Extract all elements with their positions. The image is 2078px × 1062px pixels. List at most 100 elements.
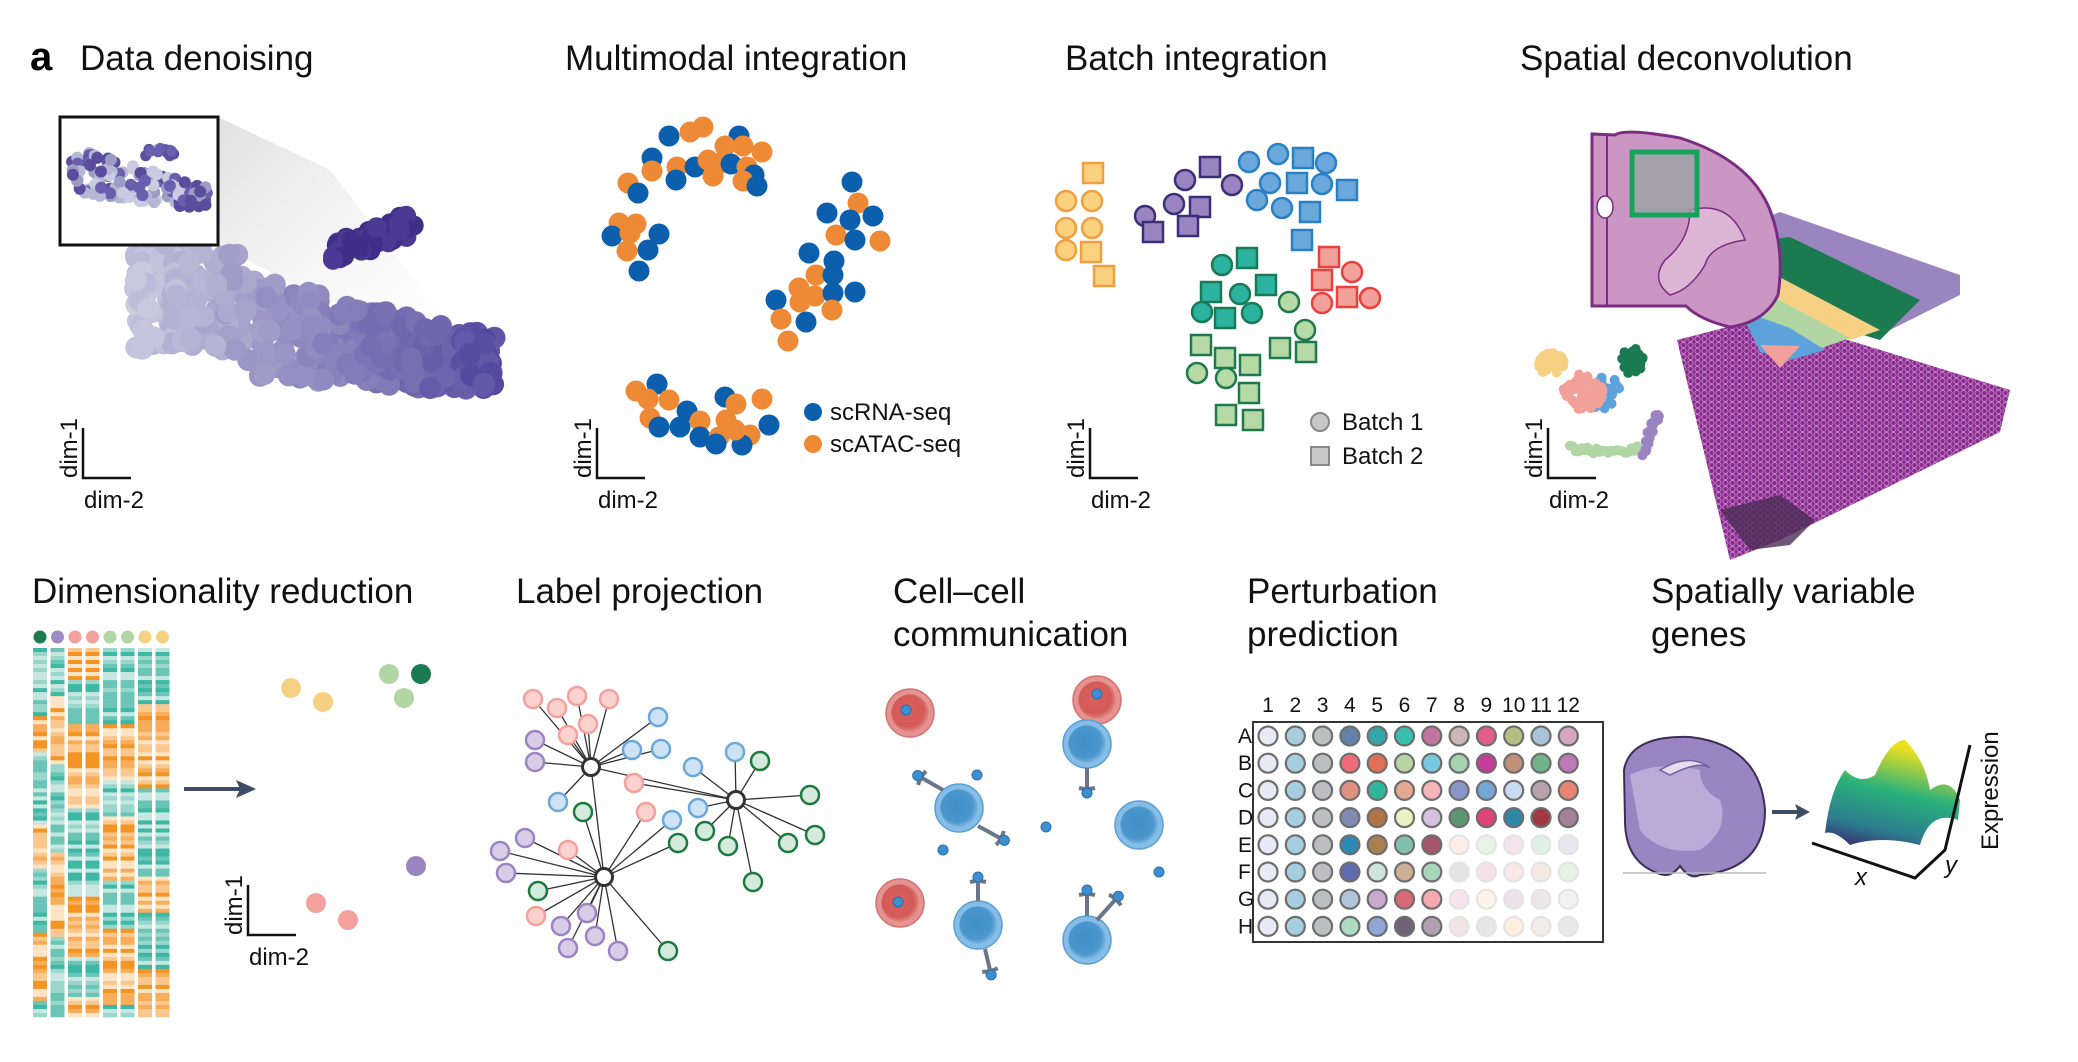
batch1-cell bbox=[1220, 173, 1244, 197]
heatmap-cell bbox=[120, 996, 135, 1002]
scrna-cell bbox=[658, 125, 680, 147]
heatmap-cell bbox=[120, 696, 135, 701]
heatmap-cell bbox=[155, 788, 170, 793]
scrna-cell bbox=[689, 426, 711, 448]
scatac-cell bbox=[702, 165, 724, 187]
expression-surface bbox=[1825, 740, 1960, 845]
scrna-cell bbox=[758, 414, 780, 436]
heatmap-cell bbox=[138, 776, 152, 781]
axis-label-dim2: dim-2 bbox=[1549, 487, 1609, 514]
batch2-cell bbox=[1285, 171, 1309, 195]
heatmap-cell bbox=[120, 700, 135, 705]
heatmap-cell bbox=[85, 684, 100, 689]
heatmap-cell bbox=[138, 976, 152, 982]
heatmap-cell bbox=[155, 860, 170, 865]
spot-layer-blue bbox=[1740, 310, 1825, 360]
heatmap-cell bbox=[68, 844, 82, 849]
plate-column-label: 3 bbox=[1317, 694, 1329, 717]
plate-row-label: D bbox=[1238, 807, 1253, 830]
cell-point bbox=[163, 179, 176, 192]
heatmap-cell bbox=[85, 928, 100, 934]
batch2-cell bbox=[1290, 228, 1314, 252]
axis-label-x: x bbox=[1854, 864, 1868, 891]
labeled-cell-node bbox=[577, 713, 599, 735]
heatmap-cell bbox=[120, 896, 135, 901]
heatmap-cell bbox=[103, 712, 117, 717]
heatmap-cell bbox=[68, 764, 82, 769]
labeled-cell-node bbox=[742, 871, 764, 893]
heatmap-cell bbox=[68, 772, 82, 777]
heatmap-cell bbox=[33, 784, 47, 789]
heatmap-cell bbox=[138, 728, 152, 733]
heatmap-cell bbox=[85, 848, 100, 853]
graph-edge bbox=[590, 766, 605, 878]
heatmap-cell bbox=[120, 868, 135, 873]
plate-well bbox=[1503, 806, 1525, 829]
title-perturbation-line2: prediction bbox=[1247, 615, 1399, 654]
labeled-cell-node bbox=[527, 880, 549, 902]
plate-well bbox=[1339, 725, 1361, 747]
heatmap-cell bbox=[68, 900, 82, 905]
heatmap-cell bbox=[50, 684, 65, 689]
heatmap-cell bbox=[155, 912, 170, 918]
heatmap-cell bbox=[33, 1000, 47, 1006]
heatmap-cell bbox=[120, 656, 135, 661]
scatac-cell bbox=[637, 388, 659, 410]
heatmap-cell bbox=[103, 740, 117, 745]
labeled-cell-node bbox=[804, 824, 826, 846]
scatac-cell bbox=[869, 230, 891, 252]
heatmap-cell bbox=[155, 784, 170, 789]
heatmap-cell bbox=[138, 836, 152, 841]
heatmap-cell bbox=[155, 904, 170, 910]
heatmap-cell bbox=[103, 716, 117, 721]
heatmap-cell bbox=[120, 976, 135, 982]
heatmap-cell bbox=[33, 884, 47, 889]
labeled-cell-node bbox=[489, 840, 511, 862]
heatmap-cell bbox=[120, 892, 135, 897]
heatmap-cell bbox=[155, 760, 170, 765]
heatmap-cell bbox=[120, 796, 135, 801]
heatmap-cell bbox=[33, 828, 47, 833]
legend-marker-scatac bbox=[804, 435, 822, 453]
heatmap-cell bbox=[50, 936, 65, 942]
labeled-cell-node bbox=[607, 940, 629, 962]
batch2-cell bbox=[1213, 306, 1237, 330]
heatmap-cell bbox=[85, 1000, 100, 1006]
heatmap-cell bbox=[85, 804, 100, 809]
region-of-interest-box bbox=[1629, 149, 1700, 218]
heatmap-cell bbox=[68, 824, 82, 829]
cell-point bbox=[255, 286, 278, 309]
ligand-icon bbox=[937, 844, 949, 856]
heatmap-cell bbox=[138, 1008, 152, 1014]
heatmap-cell bbox=[120, 852, 135, 857]
plate-well bbox=[1257, 725, 1279, 747]
title-spatial-deconvolution: Spatial deconvolution bbox=[1520, 39, 1853, 78]
ligand-icon bbox=[1081, 787, 1093, 799]
axis-label-dim1: dim-1 bbox=[221, 875, 248, 935]
plate-well bbox=[1257, 861, 1279, 883]
heatmap-cell bbox=[85, 868, 100, 873]
heatmap-cell bbox=[120, 864, 135, 869]
batch1-cell bbox=[1293, 318, 1317, 342]
heatmap-cell bbox=[85, 688, 100, 693]
heatmap-cell bbox=[120, 748, 135, 753]
cell-point bbox=[166, 145, 177, 157]
heatmap-cell bbox=[50, 692, 65, 697]
title-label-projection: Label projection bbox=[516, 572, 763, 611]
scrna-cell bbox=[665, 169, 687, 191]
heatmap-cell bbox=[155, 684, 170, 689]
heatmap-cell bbox=[103, 744, 117, 749]
heatmap-cell bbox=[33, 756, 47, 761]
plate-well bbox=[1339, 834, 1361, 856]
heatmap-cell bbox=[50, 896, 65, 901]
batch2-cell bbox=[1081, 161, 1105, 185]
heatmap-cell bbox=[155, 708, 170, 713]
cell-point bbox=[1630, 366, 1641, 377]
heatmap-cell bbox=[85, 696, 100, 701]
heatmap-cell bbox=[85, 852, 100, 857]
heatmap-cell bbox=[120, 816, 135, 821]
plate-well bbox=[1284, 725, 1306, 747]
heatmap-cell bbox=[120, 792, 135, 797]
title-data-denoising: Data denoising bbox=[80, 39, 314, 78]
heatmap-cell bbox=[33, 680, 47, 685]
